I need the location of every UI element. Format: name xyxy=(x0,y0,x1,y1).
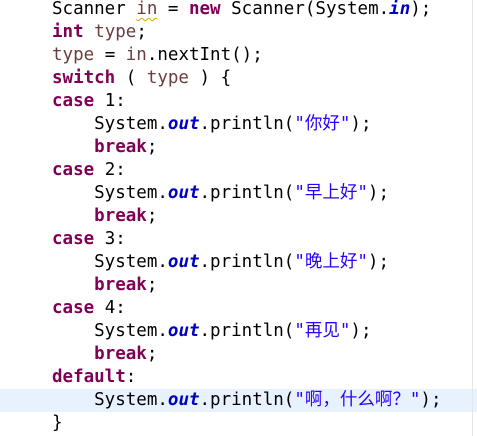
string-literal-token: "啊，什么啊？" xyxy=(294,390,421,410)
code-token: : xyxy=(125,367,137,387)
variable-token: type xyxy=(52,45,95,65)
keyword-token: new xyxy=(188,0,221,19)
code-token: ); xyxy=(350,114,372,134)
code-line[interactable]: break; xyxy=(0,205,477,228)
code-token xyxy=(52,206,94,226)
code-line[interactable]: break; xyxy=(0,136,477,159)
code-token: ); xyxy=(367,183,389,203)
string-literal-token: "你好" xyxy=(294,114,351,134)
code-token: .println( xyxy=(199,252,295,272)
code-token xyxy=(52,344,94,364)
code-line[interactable]: System.out.println("晚上好"); xyxy=(0,251,477,274)
keyword-token: break xyxy=(94,344,147,364)
string-literal-token: "晚上好" xyxy=(294,252,368,272)
string-literal-token: "早上好" xyxy=(294,183,368,203)
variable-token: type xyxy=(146,68,189,88)
code-line[interactable]: case 3: xyxy=(0,228,477,251)
variable-token: in xyxy=(125,45,147,65)
keyword-token: break xyxy=(94,206,147,226)
code-token: ); xyxy=(420,390,442,410)
keyword-token: case xyxy=(52,91,95,111)
code-line[interactable]: switch ( type ) { xyxy=(0,67,477,90)
code-token: ; xyxy=(146,206,158,226)
code-token: ); xyxy=(367,252,389,272)
code-token: System. xyxy=(52,114,168,134)
code-token xyxy=(52,275,94,295)
keyword-token: int xyxy=(52,22,84,42)
variable-token: type xyxy=(94,22,137,42)
variable-token: in xyxy=(136,0,158,19)
code-token: ) { xyxy=(188,68,232,88)
code-token: Scanner(System. xyxy=(220,0,390,19)
code-line[interactable]: case 1: xyxy=(0,90,477,113)
static-field-token: out xyxy=(167,252,200,272)
code-token: } xyxy=(52,413,63,433)
code-line[interactable]: } xyxy=(0,412,477,435)
code-token: ; xyxy=(146,275,158,295)
code-line[interactable]: case 2: xyxy=(0,159,477,182)
code-token: ; xyxy=(146,137,158,157)
code-token: ; xyxy=(146,344,158,364)
code-line[interactable]: default: xyxy=(0,366,477,389)
code-token: 2: xyxy=(94,160,126,180)
static-field-token: out xyxy=(167,390,200,410)
current-code-line[interactable]: System.out.println("啊，什么啊？"); xyxy=(0,389,477,412)
keyword-token: case xyxy=(52,298,95,318)
keyword-token: case xyxy=(52,229,95,249)
code-line[interactable]: break; xyxy=(0,274,477,297)
keyword-token: break xyxy=(94,137,147,157)
code-line[interactable]: break; xyxy=(0,343,477,366)
keyword-token: switch xyxy=(52,68,116,88)
static-field-token: in xyxy=(389,0,411,19)
code-token: System. xyxy=(52,252,168,272)
code-token: = xyxy=(157,0,189,19)
code-token: .println( xyxy=(199,321,295,341)
code-line[interactable]: System.out.println("你好"); xyxy=(0,113,477,136)
static-field-token: out xyxy=(167,183,200,203)
code-line[interactable]: int type; xyxy=(0,21,477,44)
code-token: .println( xyxy=(199,390,295,410)
code-token xyxy=(52,137,94,157)
code-token: ; xyxy=(136,22,147,42)
keyword-token: break xyxy=(94,275,147,295)
code-token: .println( xyxy=(199,183,295,203)
editor-right-edge xyxy=(472,0,473,436)
code-token: System. xyxy=(52,321,168,341)
code-token: ); xyxy=(410,0,432,19)
code-line[interactable]: System.out.println("再见"); xyxy=(0,320,477,343)
keyword-token: default xyxy=(52,367,126,387)
code-token: System. xyxy=(52,390,168,410)
code-line[interactable]: case 4: xyxy=(0,297,477,320)
code-token: ); xyxy=(350,321,372,341)
code-token: 4: xyxy=(94,298,126,318)
keyword-token: case xyxy=(52,160,95,180)
code-token: ( xyxy=(115,68,147,88)
code-line[interactable]: Scanner in = new Scanner(System.in); xyxy=(0,0,477,21)
code-token: System. xyxy=(52,183,168,203)
code-line[interactable]: type = in.nextInt(); xyxy=(0,44,477,67)
string-literal-token: "再见" xyxy=(294,321,351,341)
code-token: .nextInt(); xyxy=(146,45,263,65)
static-field-token: out xyxy=(167,114,200,134)
code-token: Scanner xyxy=(52,0,137,19)
code-line[interactable]: System.out.println("早上好"); xyxy=(0,182,477,205)
code-token: .println( xyxy=(199,114,295,134)
code-token: 1: xyxy=(94,91,126,111)
code-token xyxy=(84,22,95,42)
code-token: = xyxy=(94,45,126,65)
code-token: 3: xyxy=(94,229,126,249)
static-field-token: out xyxy=(167,321,200,341)
